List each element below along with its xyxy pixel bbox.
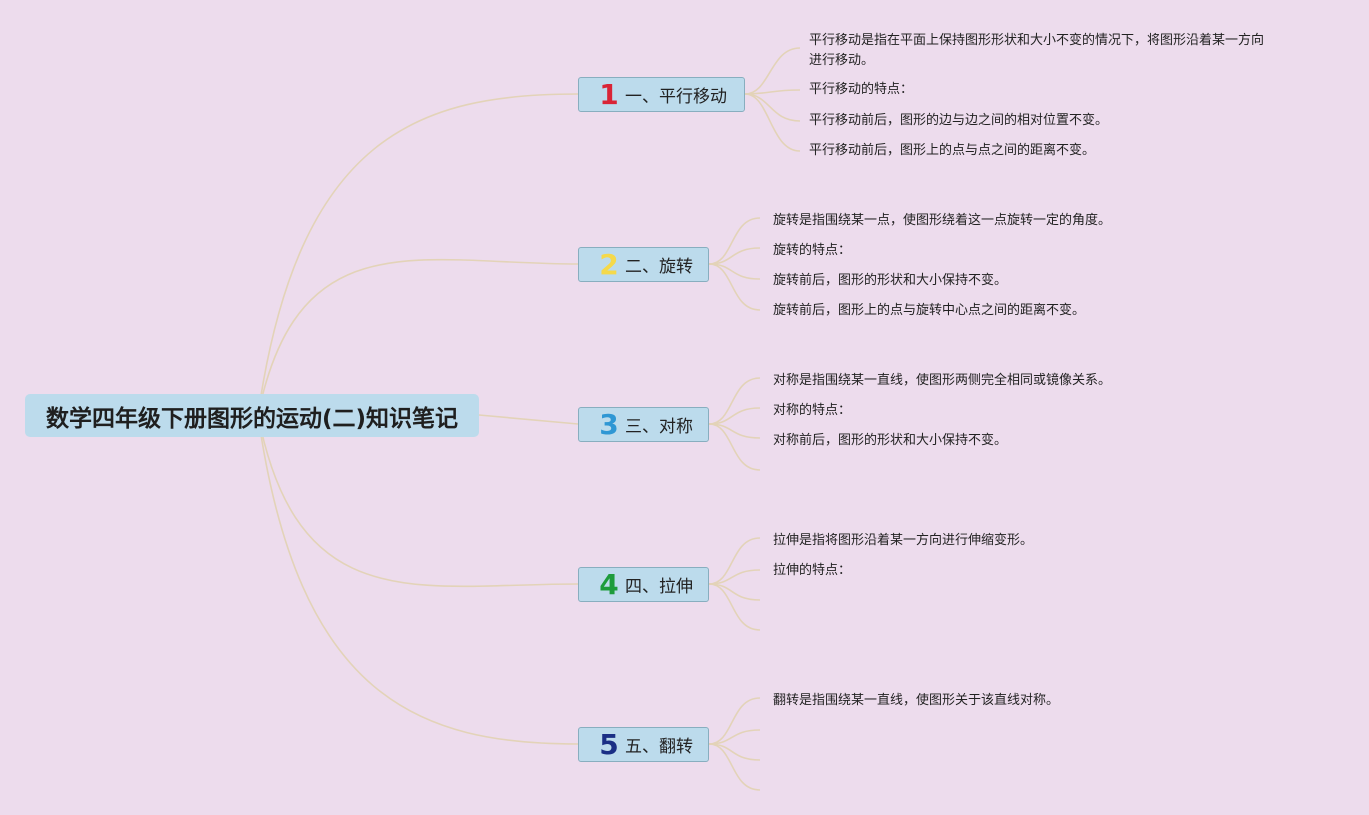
root-title: 数学四年级下册图形的运动(二)知识笔记 xyxy=(45,405,459,432)
root-connector-2 xyxy=(257,258,579,416)
leaf-3-3: 对称前后，图形的形状和大小保持不变。 xyxy=(773,433,1008,448)
root-connector-1 xyxy=(257,93,579,416)
leaf-connector-1-3 xyxy=(744,93,801,122)
branch-node-1[interactable]: 1 一、平行移动 xyxy=(578,77,745,112)
leaf-5-1: 翻转是指围绕某一直线，使图形关于该直线对称。 xyxy=(773,693,1060,708)
leaf-2-1: 旋转是指围绕某一点，使图形绕着这一点旋转一定的角度。 xyxy=(773,213,1112,228)
branch-node-2[interactable]: 2 二、旋转 xyxy=(578,247,709,282)
branch-label-3: 三、对称 xyxy=(625,417,693,437)
root-node[interactable]: 数学四年级下册图形的运动(二)知识笔记 xyxy=(25,394,479,437)
leaf-4-1: 拉伸是指将图形沿着某一方向进行伸缩变形。 xyxy=(773,533,1034,548)
number-3-icon: 3 xyxy=(599,407,619,441)
leaf-3-2: 对称的特点： xyxy=(773,403,852,418)
branch-label-5: 五、翻转 xyxy=(625,737,693,757)
leaf-2-3: 旋转前后，图形的形状和大小保持不变。 xyxy=(773,273,1008,288)
leaf-2-4: 旋转前后，图形上的点与旋转中心点之间的距离不变。 xyxy=(773,303,1086,318)
leaf-connector-5-4 xyxy=(708,743,761,791)
leaf-connector-3-4 xyxy=(708,423,761,471)
leaf-connector-4-1 xyxy=(708,537,761,585)
leaf-1-3: 平行移动前后，图形的边与边之间的相对位置不变。 xyxy=(809,113,1109,128)
branch-label-4: 四、拉伸 xyxy=(625,577,693,597)
root-connector-5 xyxy=(257,414,579,745)
leaf-connector-2-2 xyxy=(708,247,761,265)
leaf-connector-2-4 xyxy=(708,263,761,311)
leaf-connector-1-4 xyxy=(744,93,801,152)
branch-node-5[interactable]: 5 五、翻转 xyxy=(578,727,709,762)
branch-node-3[interactable]: 3 三、对称 xyxy=(578,407,709,442)
leaf-connector-1-1 xyxy=(744,47,801,95)
leaf-connector-2-1 xyxy=(708,217,761,265)
leaf-connector-5-1 xyxy=(708,697,761,745)
root-connector-4 xyxy=(257,414,579,588)
number-2-icon: 2 xyxy=(599,247,619,281)
branch-label-1: 一、平行移动 xyxy=(625,87,727,107)
leaf-connector-3-1 xyxy=(708,377,761,425)
number-4-icon: 4 xyxy=(599,567,619,601)
branch-label-2: 二、旋转 xyxy=(625,257,693,277)
leaf-1-1: 平行移动是指在平面上保持图形形状和大小不变的情况下，将图形沿着某一方向 xyxy=(809,33,1265,48)
root-connector-3 xyxy=(478,414,579,425)
number-1-icon: 1 xyxy=(599,77,619,111)
leaf-connector-4-4 xyxy=(708,583,761,631)
branch-node-4[interactable]: 4 四、拉伸 xyxy=(578,567,709,602)
number-5-icon: 5 xyxy=(599,727,619,761)
leaf-1-4: 平行移动前后，图形上的点与点之间的距离不变。 xyxy=(809,143,1096,158)
leaf-1-2: 平行移动的特点： xyxy=(809,82,914,97)
leaf-2-2: 旋转的特点： xyxy=(773,243,852,258)
leaf-4-2: 拉伸的特点： xyxy=(773,563,852,578)
leaf-1-1-cont: 进行移动。 xyxy=(809,53,875,68)
leaf-3-1: 对称是指围绕某一直线，使图形两侧完全相同或镜像关系。 xyxy=(773,373,1112,388)
